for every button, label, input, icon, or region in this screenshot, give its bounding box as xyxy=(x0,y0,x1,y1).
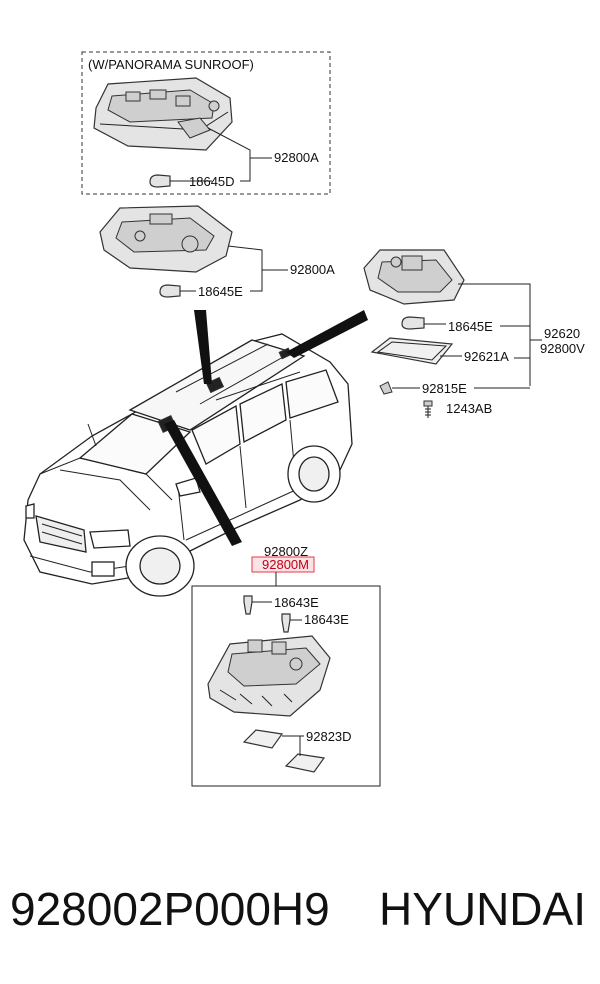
label-92800V: 92800V xyxy=(540,341,585,356)
highlight-92800M xyxy=(251,556,315,573)
overhead-lamp-92800A xyxy=(99,205,233,273)
screw-1243AB xyxy=(423,400,433,418)
bulb-18645E-mid xyxy=(159,284,181,298)
label-92620: 92620 xyxy=(544,326,580,341)
label-92800A-top: 92800A xyxy=(274,150,319,165)
rear-room-lamp-92620 xyxy=(363,249,465,305)
parts-diagram: (W/PANORAMA SUNROOF) 92800A 18645D 92800… xyxy=(23,51,585,787)
map-lamp-box xyxy=(191,585,381,787)
sunroof-variant-box xyxy=(81,51,331,195)
bulb-18645D xyxy=(149,174,171,188)
brand-name: HYUNDAI xyxy=(378,883,586,935)
label-18645D: 18645D xyxy=(189,174,235,189)
label-92823D: 92823D xyxy=(306,729,352,744)
leader-wedge-bottom xyxy=(164,420,242,546)
sunroof-note: (W/PANORAMA SUNROOF) xyxy=(88,57,254,72)
bulb-18643E-b xyxy=(281,613,291,633)
label-1243AB: 1243AB xyxy=(446,401,492,416)
label-92815E: 92815E xyxy=(422,381,467,396)
bulb-18645E-right xyxy=(401,316,425,330)
label-18643E-a: 18643E xyxy=(274,595,319,610)
lens-92823D-a xyxy=(242,729,284,749)
bulb-18643E-a xyxy=(243,595,253,615)
leader-wedge-right xyxy=(286,310,368,358)
label-18645E-right: 18645E xyxy=(448,319,493,334)
label-92800Z: 92800Z xyxy=(264,544,308,559)
label-92800M: 92800M xyxy=(262,557,309,572)
label-92800A-mid: 92800A xyxy=(290,262,335,277)
lens-92823D-b xyxy=(284,753,326,773)
leader-wedge-center xyxy=(194,310,212,384)
clip-92815E xyxy=(379,381,393,395)
part-number: 928002P000H9 xyxy=(10,883,330,935)
sunroof-overhead-lamp xyxy=(93,77,233,151)
label-92621A: 92621A xyxy=(464,349,509,364)
label-18643E-b: 18643E xyxy=(304,612,349,627)
map-lamp-assembly xyxy=(207,635,331,717)
lens-92621A xyxy=(370,337,454,365)
footer: 928002P000H9 HYUNDAI xyxy=(0,876,600,956)
label-18645E-mid: 18645E xyxy=(198,284,243,299)
